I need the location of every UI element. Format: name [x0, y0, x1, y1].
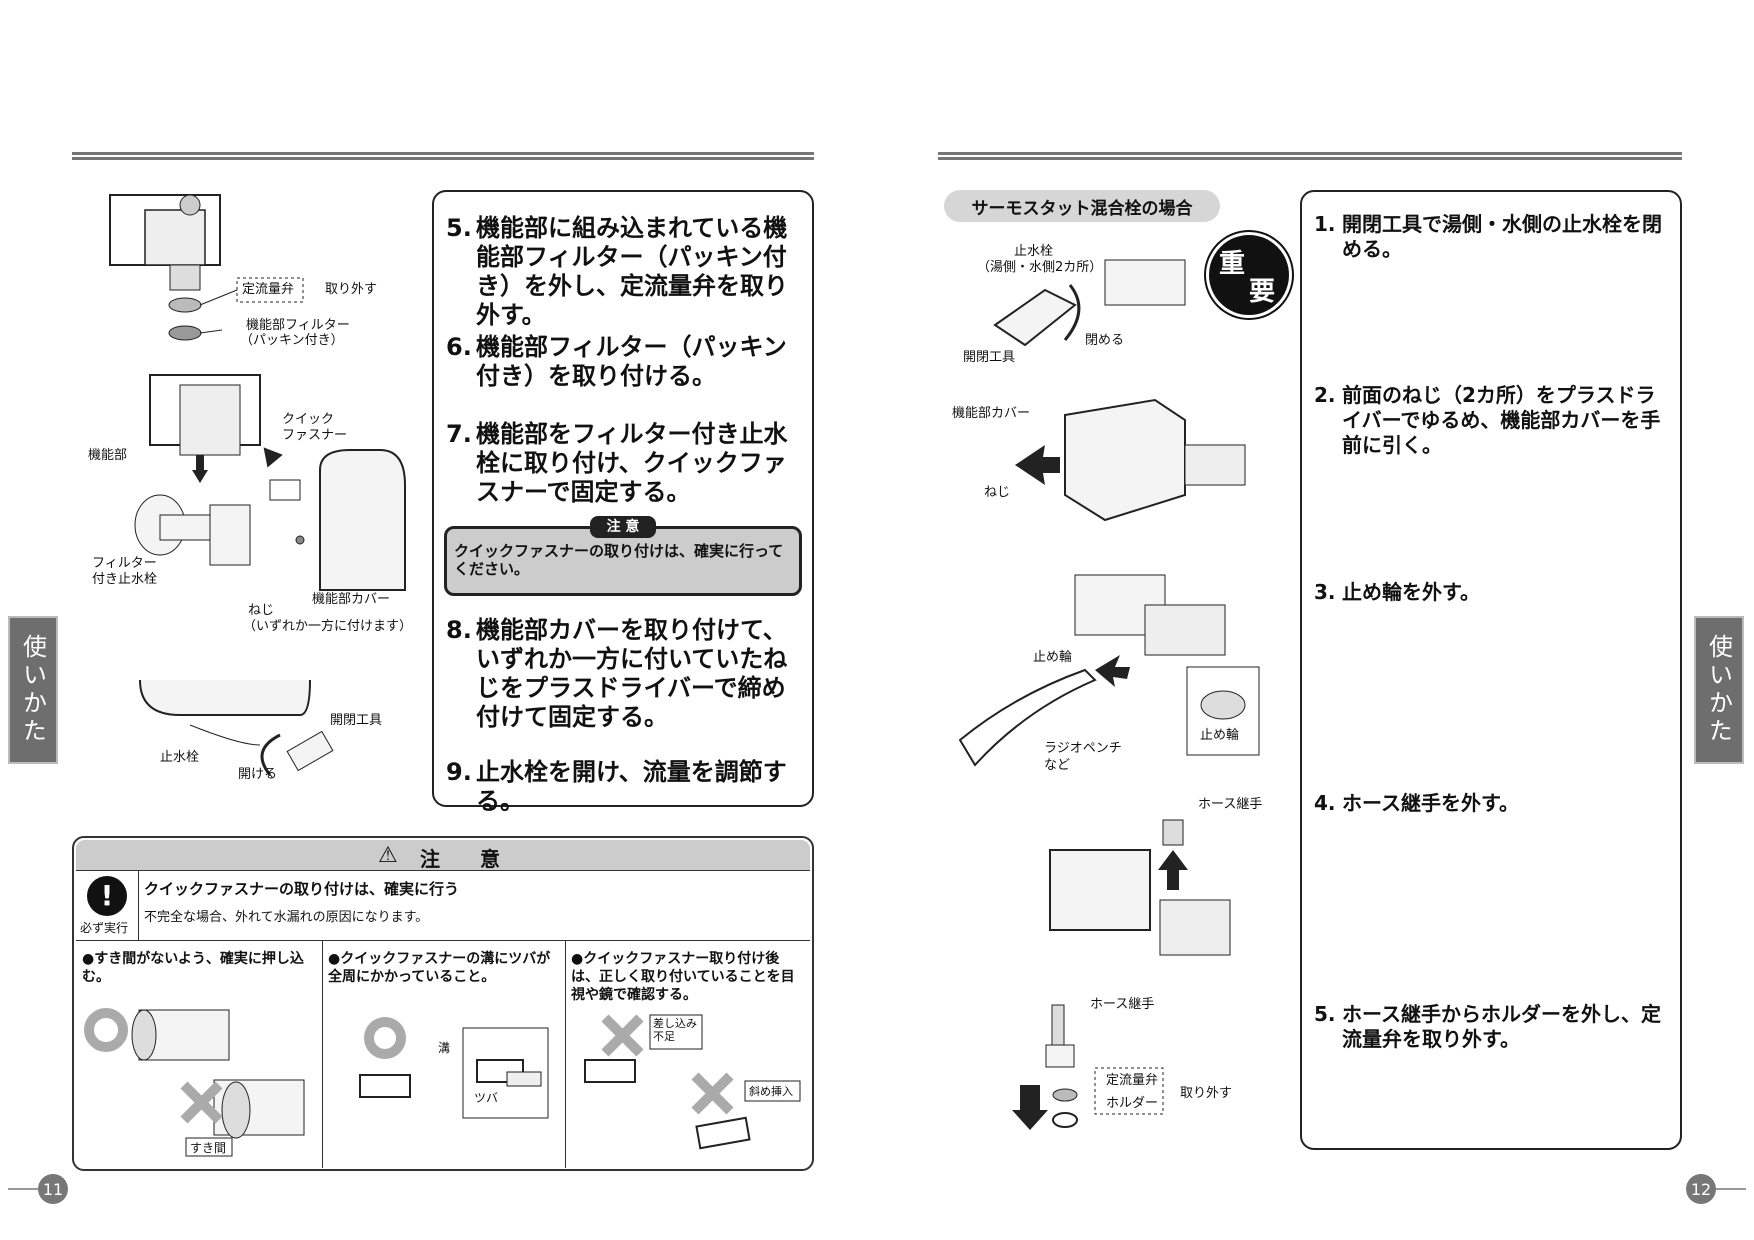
right-step-5-text: ホース継手からホルダーを外し、定流量弁を取り外す。 — [1342, 1002, 1661, 1051]
left-footer-rule — [8, 1188, 38, 1190]
right-steps-box — [1300, 190, 1682, 1150]
caution-cell-1-figure — [84, 1008, 305, 1157]
right-step-2-num: 2. — [1314, 383, 1336, 407]
right-step-3-num: 3. — [1314, 580, 1336, 604]
must-do-cell — [76, 870, 139, 941]
right-step-4-text: ホース継手を外す。 — [1342, 791, 1519, 815]
label-ring: 止め輪 — [1033, 650, 1073, 665]
caution-main: クイックファスナーの取り付けは、確実に行う — [144, 880, 460, 898]
right-step-5-num: 5. — [1314, 1002, 1336, 1026]
right-step-2-text: 前面のねじ（2カ所）をプラスドライバーでゆるめ、機能部カバーを手前に引く。 — [1342, 383, 1661, 457]
caution-cell-3-text: ●クイックファスナー取り付け後は、正しく取り付いていることを目視や鏡で確認する。 — [571, 951, 795, 1003]
tag-gap: すき間 — [190, 1141, 227, 1155]
right-step-1-text: 開閉工具で湯側・水側の止水栓を閉める。 — [1342, 212, 1662, 261]
left-figure-install — [134, 374, 406, 591]
label-remove: 取り外す — [325, 282, 378, 297]
right-footer-rule — [1716, 1188, 1746, 1190]
label-cover-right: 機能部カバー — [952, 406, 1031, 421]
label-open: 開ける — [238, 767, 278, 782]
right-step-3-text: 止め輪を外す。 — [1342, 580, 1480, 604]
page-number-right: 12 — [1686, 1174, 1716, 1204]
caution-cell-divider-2 — [565, 940, 566, 1168]
tag-flange: ツバ — [474, 1091, 499, 1105]
important-char-1: 重 — [1219, 249, 1246, 279]
left-figure-open — [139, 679, 334, 776]
label-tool: 開閉工具 — [330, 713, 383, 728]
label-flow-valve-right: 定流量弁 — [1106, 1073, 1159, 1088]
tag-diagonal: 斜め挿入 — [749, 1085, 793, 1098]
must-do-label: 必ず実行 — [80, 921, 129, 935]
label-unit: 機能部 — [88, 448, 128, 463]
label-quick-1: クイック — [282, 412, 335, 427]
caution-main-row — [138, 870, 810, 941]
left-side-tab: 使いかた — [8, 616, 58, 764]
label-stopvalve-1: フィルター — [92, 556, 157, 571]
step-6-text: 機能部フィルター（パッキン付き）を取り付ける。 — [476, 333, 787, 390]
exclamation-icon: ! — [87, 876, 127, 916]
step-6-num: 6. — [446, 333, 472, 361]
left-header-rule — [72, 152, 814, 160]
step-7-num: 7. — [446, 420, 472, 448]
note-text: クイックファスナーの取り付けは、確実に行ってください。 — [454, 542, 784, 578]
important-char-2: 要 — [1249, 277, 1276, 307]
label-remove-right: 取り外す — [1180, 1086, 1233, 1101]
label-quick-2: ファスナー — [282, 428, 348, 443]
label-hose: ホース継手 — [1198, 797, 1263, 812]
step-5-num: 5. — [446, 214, 472, 242]
right-figure-cover — [1015, 398, 1246, 522]
right-figure-holder — [1012, 1004, 1164, 1130]
caution-cell-divider-1 — [322, 940, 323, 1168]
label-stopcock: 止水栓 — [160, 750, 200, 765]
label-tool-right: 開閉工具 — [963, 350, 1016, 365]
label-stop-valve-2: （湯側・水側2カ所） — [977, 260, 1103, 275]
step-8-text: 機能部カバーを取り付けて、いずれか一方に付いていたねじをプラスドライバーで締め付… — [476, 616, 788, 731]
right-side-tab: 使いかた — [1694, 616, 1744, 764]
step-8-num: 8. — [446, 616, 472, 644]
right-figure-ring — [958, 574, 1260, 767]
step-5-text: 機能部に組み込まれている機能部フィルター（パッキン付き）を外し、定流量弁を取り外… — [476, 214, 788, 329]
tag-groove: 溝 — [438, 1041, 451, 1055]
caution-cell-1-text: ●すき間がないよう、確実に押し込む。 — [82, 951, 304, 985]
caution-cell-2-text: ●クイックファスナーの溝にツバが全周にかかっていること。 — [328, 951, 551, 985]
right-step-1-num: 1. — [1314, 212, 1336, 236]
left-figure-filter — [109, 194, 304, 341]
label-holder: ホルダー — [1106, 1096, 1159, 1111]
right-figure-hose — [1049, 819, 1231, 956]
step-9-num: 9. — [446, 758, 472, 786]
right-header-rule — [938, 152, 1682, 160]
label-pliers-1: ラジオペンチ — [1044, 741, 1122, 756]
tag-insufficient: 差し込み不足 — [653, 1017, 697, 1043]
step-9-text: 止水栓を開け、流量を調節する。 — [476, 758, 787, 815]
caution-title: 注 意 — [420, 847, 500, 871]
label-stop-valve-1: 止水栓 — [1014, 244, 1054, 259]
label-cover: 機能部カバー — [312, 592, 391, 607]
page-number-left: 11 — [38, 1174, 68, 1204]
note-box — [444, 526, 802, 596]
label-pliers-2: など — [1044, 758, 1071, 773]
step-7-text: 機能部をフィルター付き止水栓に取り付け、クイックファスナーで固定する。 — [476, 420, 788, 506]
label-filter-2: （パッキン付き） — [240, 333, 344, 348]
label-stopvalve-2: 付き止水栓 — [92, 572, 158, 587]
caution-sub: 不完全な場合、外れて水漏れの原因になります。 — [144, 910, 429, 925]
section-title: サーモスタット混合栓の場合 — [944, 190, 1220, 222]
caution-header — [76, 840, 810, 871]
warning-triangle-icon: ⚠ — [378, 843, 398, 868]
label-filter-1: 機能部フィルター — [246, 318, 350, 333]
caution-cell-3-figure — [584, 1014, 801, 1150]
left-steps-box — [432, 190, 814, 807]
label-screw-2: （いずれか一方に付けます） — [243, 619, 413, 634]
label-close: 閉める — [1085, 333, 1125, 348]
label-screw-1: ねじ — [248, 603, 275, 618]
label-ring-detail: 止め輪 — [1200, 728, 1240, 743]
label-flow-valve: 定流量弁 — [242, 282, 295, 297]
right-step-4-num: 4. — [1314, 791, 1336, 815]
note-badge: 注 意 — [590, 516, 656, 538]
caution-cell-2-figure — [359, 1017, 549, 1119]
label-hose-2: ホース継手 — [1090, 997, 1155, 1012]
label-screw-right: ねじ — [984, 485, 1011, 500]
right-figure-close — [993, 259, 1186, 347]
important-badge: 重 要 — [1206, 232, 1292, 318]
